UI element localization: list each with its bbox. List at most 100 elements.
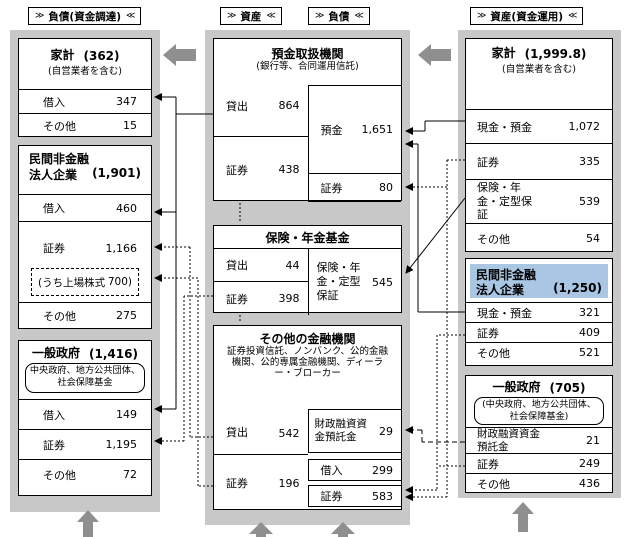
sector-total: (1,416): [89, 347, 138, 361]
box-content: 貸出 542 証券 196 財政融資資金預託金 29 借入 299: [214, 379, 401, 511]
row-label: 貸出: [226, 259, 248, 272]
row-value: 21: [586, 434, 600, 447]
box-subtitle: (自営業者を含む): [48, 66, 122, 77]
highlighted-title-block: 民間非金融 法人企業 (1,250): [470, 264, 608, 298]
flow-arrow-left-icon: [163, 44, 196, 66]
row-value: 54: [586, 232, 600, 245]
row-value: 460: [116, 201, 137, 215]
rows: 借入 460 証券 1,166 (うち上場株式 700) その他 275: [19, 194, 151, 328]
sector-total: (1,250): [553, 281, 602, 295]
box-corporations-assets: 民間非金融 法人企業 (1,250) 現金・預金 321 証券 409 その他 …: [465, 258, 613, 366]
liabilities-side: 預金 1,651 証券 80: [307, 75, 402, 202]
box-title: 預金取扱機関: [271, 47, 344, 61]
assets-side: 貸出 542 証券 196: [214, 379, 308, 511]
flow-arrow-middle-icon: [418, 44, 451, 66]
sector-total: (1,901): [92, 166, 141, 180]
flag-label: 負債: [328, 10, 350, 23]
arrow-household-to-insurance: [405, 197, 466, 274]
row-value: 1,166: [105, 241, 138, 255]
table-row: 貸出 44: [214, 249, 308, 282]
row-value: 545: [372, 275, 393, 289]
table-row: 借入 460: [19, 194, 151, 222]
table-row: 証券 1,166: [19, 234, 151, 262]
row-label: その他: [477, 346, 510, 360]
rows: 現金・預金 1,072 証券 335 保険・年金・定型保証 539 その他 54: [466, 109, 612, 253]
flow-arrow-up-right-icon: [512, 502, 534, 532]
sector-total: (1,999.8): [524, 47, 587, 61]
box-other-financial-institutions: その他の金融機関 証券投資信託、ノンバンク、公的金融機関、公的専属金融機関、ディ…: [213, 325, 402, 510]
table-row: 借入 149: [19, 399, 151, 429]
row-label: 証券: [477, 457, 499, 471]
rows: 借入 149 証券 1,195 その他 72: [19, 399, 151, 489]
table-row: 証券 196: [214, 455, 308, 511]
row-value: 1,195: [105, 438, 138, 451]
row-value: 80: [379, 181, 393, 194]
flag-label: 資産(資金運用): [490, 10, 564, 23]
chevron-left-icon: ≪: [126, 11, 135, 21]
note-label: (うち上場株式: [38, 276, 106, 289]
table-row: 証券 249: [466, 453, 612, 473]
sector-name: 法人企業: [476, 283, 525, 297]
row-value: 347: [116, 95, 137, 108]
table-row: 証券 335: [466, 143, 612, 179]
row-label: その他: [43, 119, 76, 133]
row-value: 299: [372, 463, 393, 477]
row-label: 借入: [43, 408, 65, 422]
row-label: 現金・預金: [477, 306, 532, 320]
row-label: 現金・預金: [477, 120, 532, 134]
chevron-right-icon: ≫: [227, 11, 236, 21]
flag-label: 負債(資金調達): [48, 10, 122, 23]
flag-liabilities-funding: ≫ 負債(資金調達) ≪: [28, 7, 142, 25]
box-subtitle: (銀行等、合同運用信託): [256, 61, 359, 72]
row-value: 542: [278, 427, 300, 440]
chevron-left-icon: ≪: [266, 11, 275, 21]
rows: 現金・預金 321 証券 409 その他 521: [466, 302, 612, 362]
sector-name-line2: 法人企業 (1,901): [19, 166, 151, 182]
chevron-right-icon: ≫: [315, 11, 324, 21]
row-label: 財政融資資金預託金: [477, 427, 540, 453]
sector-name: 一般政府: [492, 380, 541, 394]
flag-assets-management: ≫ 資産(資金運用) ≪: [470, 7, 584, 25]
table-row: 貸出 864: [214, 75, 308, 137]
row-label: 借入: [43, 95, 65, 109]
table-row: その他 521: [466, 342, 612, 362]
row-value: 436: [579, 477, 600, 490]
row-label: その他: [477, 232, 510, 246]
box-household-liabilities: 家計 (362) (自営業者を含む) 借入 347 その他 15: [18, 38, 152, 137]
table-row: 預金 1,651: [309, 86, 402, 173]
row-value: 1,072: [568, 120, 601, 133]
box-subtitle: (中央政府、地方公共団体、社会保障基金): [474, 397, 604, 425]
row-value: 335: [579, 155, 600, 168]
row-label: 貸出: [226, 99, 248, 113]
flag-label: 資産: [240, 10, 262, 23]
table-row: その他 436: [466, 473, 612, 493]
chevron-right-icon: ≫: [35, 11, 44, 21]
sector-name: 法人企業: [29, 168, 78, 182]
table-row: 証券 1,195: [19, 429, 151, 459]
sector-name: 家計: [491, 46, 516, 60]
box-content: 貸出 44 証券 398 保険・年金・定型保証 545: [214, 249, 401, 315]
row-value: 44: [285, 258, 300, 272]
sector-name: 一般政府: [32, 346, 81, 360]
row-label: 証券: [320, 490, 343, 503]
rows: 財政融資資金預託金 21 証券 249 その他 436: [466, 427, 612, 493]
row-value: 521: [579, 346, 600, 359]
listed-shares-note: (うち上場株式 700): [31, 268, 139, 296]
row-label: 証券: [43, 438, 65, 452]
sector-name-line2: 法人企業 (1,250): [476, 281, 602, 297]
row-value: 321: [579, 306, 600, 319]
table-row: 借入 299: [307, 459, 401, 481]
row-value: 409: [579, 326, 600, 339]
sector-total: (705): [549, 381, 586, 395]
row-label: 貸出: [226, 426, 248, 439]
table-row: 証券 398: [214, 282, 308, 315]
box-subtitle: 証券投資信託、ノンバンク、公的金融機関、公的専属金融機関、ディーラー・ブローカー: [226, 346, 389, 380]
box-insurance-pension-funds: 保険・年金基金 貸出 44 証券 398 保険・年金・定型保証 545: [213, 225, 402, 315]
row-label: 証券: [226, 292, 248, 306]
row-value: 583: [372, 489, 393, 503]
flag-assets-middle: ≫ 資産 ≪: [220, 7, 282, 25]
flow-arrow-up-left-icon: [77, 510, 99, 537]
row-value: 864: [278, 99, 300, 112]
row-label: 証券: [320, 181, 343, 195]
